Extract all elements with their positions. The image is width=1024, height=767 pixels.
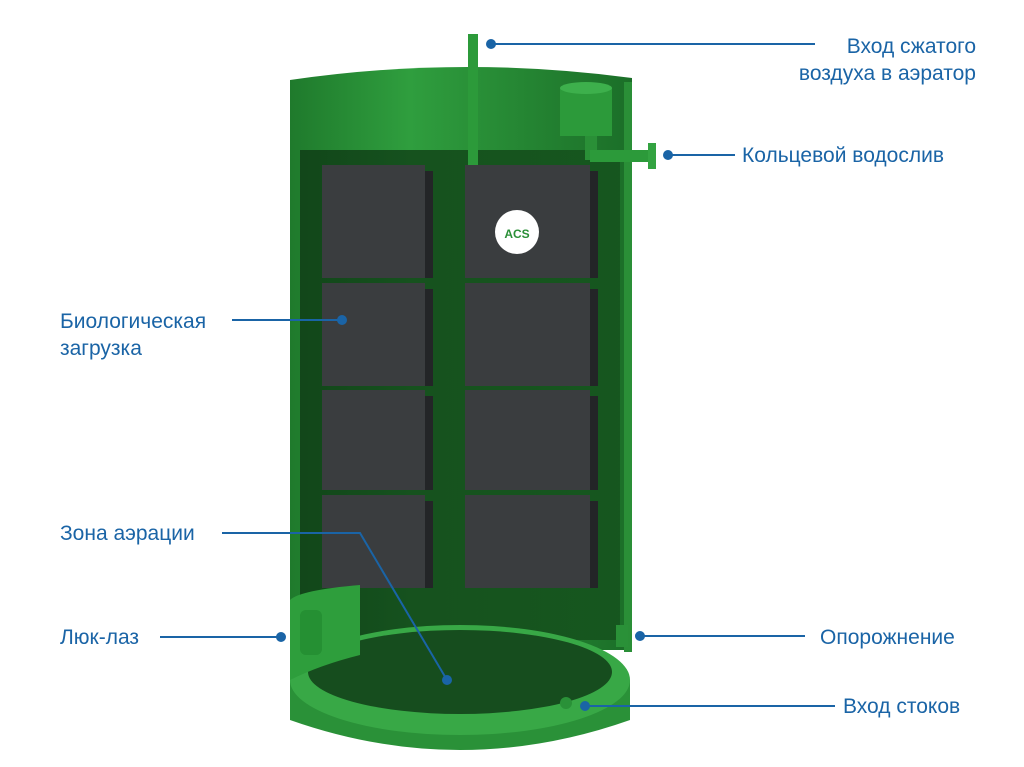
label-overflow: Кольцевой водослив — [742, 144, 944, 167]
label-air-inlet-line1: Вход сжатого — [846, 35, 976, 58]
overflow-pipe — [560, 82, 656, 652]
label-bio-load-line1: Биологическая — [60, 310, 207, 333]
acs-logo: ACS — [495, 210, 539, 254]
label-sewage-inlet: Вход стоков — [843, 695, 961, 718]
label-air-inlet-line2: воздуха в аэратор — [798, 62, 976, 85]
label-manhole: Люк-лаз — [60, 626, 140, 649]
tank-base — [290, 585, 630, 750]
bio-module-side — [590, 396, 598, 490]
bio-module-side — [425, 171, 433, 278]
label-drain: Опорожнение — [820, 626, 955, 649]
leader-dots — [276, 39, 673, 711]
svg-text:ACS: ACS — [504, 227, 529, 241]
label-air-inlet: Вход сжатого воздуха в аэратор — [799, 33, 976, 87]
bio-module-side — [425, 501, 433, 588]
bio-module-side — [590, 289, 598, 386]
label-bio-load-line2: загрузка — [60, 337, 142, 360]
bio-load-modules — [322, 165, 598, 588]
bio-module-side — [590, 501, 598, 588]
label-bio-load: Биологическая загрузка — [60, 308, 206, 362]
bio-module — [465, 390, 590, 490]
leader-lines — [160, 43, 835, 707]
air-inlet-pipe — [468, 34, 478, 194]
bio-module — [322, 495, 425, 588]
bio-module-side — [425, 289, 433, 386]
bio-module — [465, 283, 590, 386]
bio-module-side — [590, 171, 598, 278]
bio-module — [465, 495, 590, 588]
bio-module — [322, 165, 425, 278]
label-aeration-zone: Зона аэрации — [60, 522, 195, 545]
bio-module-side — [425, 396, 433, 490]
bio-module — [322, 283, 425, 386]
bio-module — [322, 390, 425, 490]
